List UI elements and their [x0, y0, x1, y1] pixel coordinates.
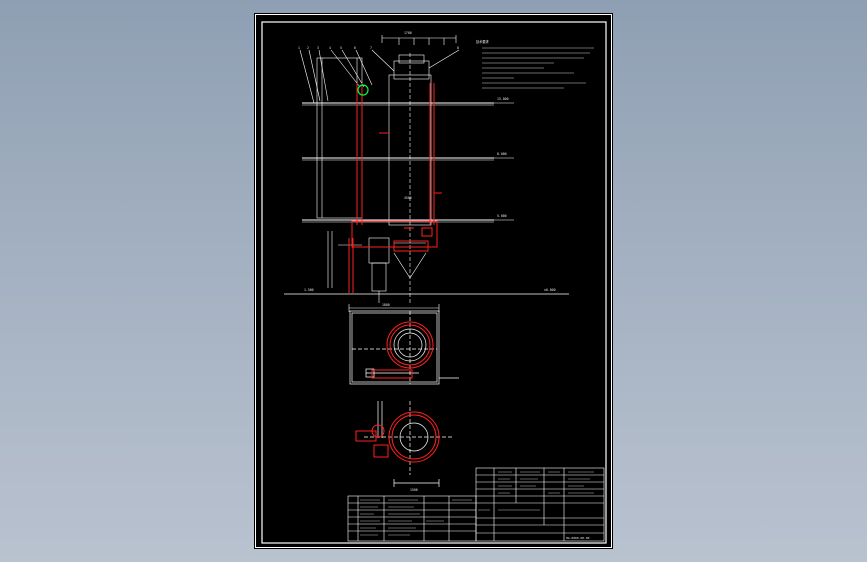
part-number-6: 6 — [354, 46, 356, 50]
outer-border — [255, 14, 612, 548]
part-number-3: 3 — [317, 46, 319, 50]
part-number-2: 2 — [307, 46, 309, 50]
mid-dimension-text: 4500 — [404, 196, 412, 200]
detail-callout-circle — [357, 84, 369, 96]
part-number-7: 7 — [370, 46, 372, 50]
top-dimension-text: 1700 — [404, 31, 412, 35]
technical-notes-lines — [482, 47, 594, 89]
elevation-label-base: 1.500 — [304, 288, 314, 292]
elevation-view — [284, 35, 569, 312]
elevation-label-ground: ±0.000 — [544, 288, 556, 292]
section-view-red — [371, 321, 434, 379]
technical-notes-heading: 技术要求 — [476, 39, 490, 44]
title-block-code: HG-0000-00-00 — [566, 536, 590, 540]
elevation-labels: 13.000 8.000 5.000 ±0.000 1.500 — [304, 97, 556, 292]
elevation-label-1: 13.000 — [497, 97, 509, 101]
elevation-label-3: 5.000 — [497, 214, 507, 218]
plan-dimension-text: 1500 — [410, 488, 418, 492]
part-number-labels: 1 2 3 4 5 6 7 8 — [298, 46, 459, 50]
process-equipment-red — [348, 83, 442, 293]
title-block — [475, 467, 605, 542]
part-number-8: 8 — [457, 46, 459, 50]
drawing-sheet: 技术要求 1700 4500 1800 1 2 3 4 5 6 7 8 13.0… — [254, 13, 613, 549]
parts-list-table — [347, 495, 477, 542]
part-number-4: 4 — [329, 46, 331, 50]
parts-list-entries — [360, 471, 594, 536]
part-number-5: 5 — [340, 46, 342, 50]
inner-frame — [261, 21, 607, 544]
cad-drawing: 技术要求 1700 4500 1800 1 2 3 4 5 6 7 8 13.0… — [254, 13, 613, 549]
plan-view-red — [355, 411, 440, 463]
section-view — [349, 310, 459, 385]
base-dimension-text: 1800 — [382, 303, 390, 307]
elevation-label-2: 8.000 — [497, 152, 507, 156]
part-number-1: 1 — [298, 46, 300, 50]
